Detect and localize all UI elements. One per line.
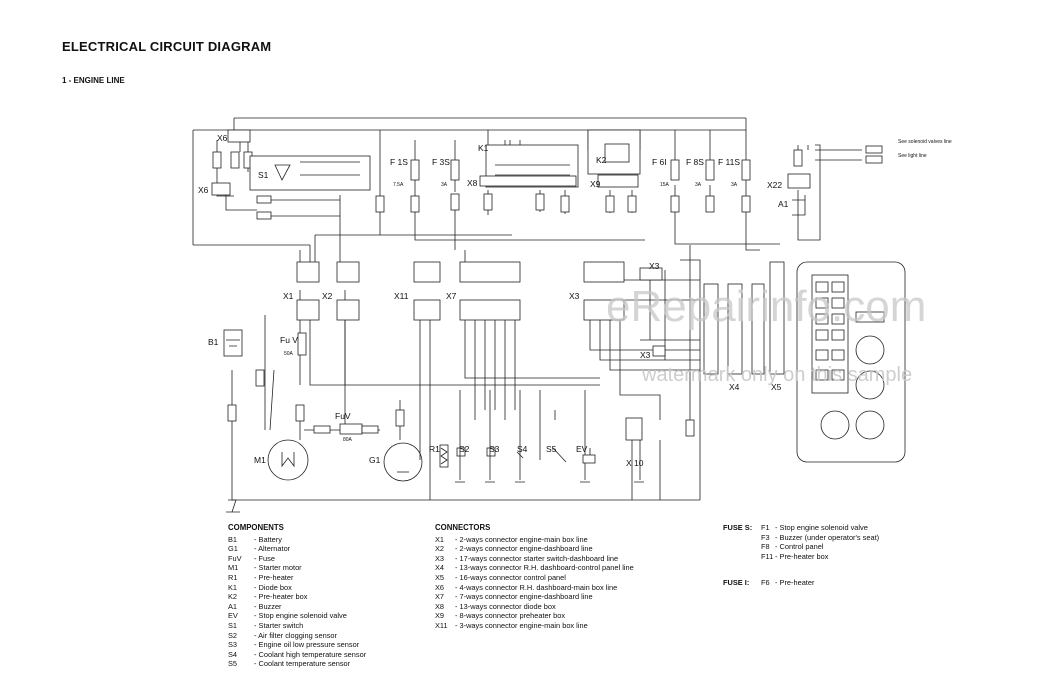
fuses-s-heading: FUSE S: xyxy=(723,523,753,532)
fuse-f11s-label: F 11S xyxy=(718,157,740,167)
component-item: S4- Coolant high temperature sensor xyxy=(228,649,367,659)
component-item: R1- Pre-heater xyxy=(228,572,294,582)
fuse-item: F3- Buzzer (under operator's seat) xyxy=(761,532,880,542)
fuv-mid-rating: 80A xyxy=(343,437,353,443)
component-item: FuV- Fuse xyxy=(228,553,275,563)
x11-label: X11 xyxy=(394,291,409,301)
connector-item: X2- 2-ways connector engine-dashboard li… xyxy=(435,544,593,554)
x7-label: X7 xyxy=(446,291,457,301)
component-item: A1- Buzzer xyxy=(228,601,282,611)
fuses-i-legend: FUSE I: F6- Pre-heater xyxy=(723,578,923,590)
x5-label: X5 xyxy=(771,382,782,392)
fuse-item: F8- Control panel xyxy=(761,542,824,552)
x2-label: X2 xyxy=(322,291,333,301)
connectors-legend: CONNECTORS X1- 2-ways connector engine-m… xyxy=(435,523,634,631)
fuse-item: F6- Pre-heater xyxy=(761,578,815,587)
fuse-f6i-rating: 15A xyxy=(660,182,670,188)
fuse-f8s-rating: 3A xyxy=(695,182,702,188)
x3b-label: X3 xyxy=(649,261,660,271)
x8-label: X8 xyxy=(467,178,478,188)
component-item: K2- Pre-heater box xyxy=(228,592,308,602)
connector-item: X11- 3-ways connector engine-main box li… xyxy=(435,620,588,630)
fuv-mid-label: FuV xyxy=(335,411,351,421)
fuse-f1s-label: F 1S xyxy=(390,157,408,167)
g1-label: G1 xyxy=(369,455,381,465)
component-item: S5- Coolant temperature sensor xyxy=(228,659,351,669)
component-item: B1- Battery xyxy=(228,534,282,544)
s2-label: S2 xyxy=(459,444,470,454)
fuse-f3s-rating: 3A xyxy=(441,182,448,188)
fuse-f3s-label: F 3S xyxy=(432,157,450,167)
watermark-note: watermark only on this sample xyxy=(642,364,913,386)
s1-label: S1 xyxy=(258,170,269,180)
component-item: S1- Starter switch xyxy=(228,620,304,630)
watermark-site: eRepairinfo.com xyxy=(606,282,927,331)
component-item: K1- Diode box xyxy=(228,582,292,592)
connectors-heading: CONNECTORS xyxy=(435,523,491,532)
components-legend: COMPONENTS B1- Battery G1- Alternator Fu… xyxy=(228,523,366,669)
x6-top-label: X6 xyxy=(217,133,228,143)
light-line-ref: See light line xyxy=(898,153,927,159)
fuse-item: F1- Stop engine solenoid valve xyxy=(761,523,868,532)
fuse-f1s-rating: 7.5A xyxy=(393,182,404,188)
fuse-item: F11- Pre-heater box xyxy=(761,551,829,561)
page-subtitle: 1 - ENGINE LINE xyxy=(62,76,125,85)
fuse-f8s-label: F 8S xyxy=(686,157,704,167)
connector-item: X6- 4-ways connector R.H. dashboard-main… xyxy=(435,582,618,592)
connector-item: X3- 17-ways connector starter switch-das… xyxy=(435,553,619,563)
fuse-f6i-label: F 6I xyxy=(652,157,667,167)
ev-label: EV xyxy=(576,444,588,454)
connector-item: X9- 8-ways connector preheater box xyxy=(435,611,566,621)
fuv-left-label: Fu V xyxy=(280,335,298,345)
x22-label: X22 xyxy=(767,180,782,190)
components-heading: COMPONENTS xyxy=(228,523,284,532)
solenoid-line-ref: See solenoid valves line xyxy=(898,139,952,145)
k2-label: K2 xyxy=(596,155,607,165)
page-title: ELECTRICAL CIRCUIT DIAGRAM xyxy=(62,39,272,54)
connector-item: X4- 13-ways connector R.H. dashboard-con… xyxy=(435,563,634,573)
x1-label: X1 xyxy=(283,291,294,301)
fuses-i-heading: FUSE I: xyxy=(723,578,750,587)
s4-label: S4 xyxy=(517,444,528,454)
component-item: G1- Alternator xyxy=(228,544,291,554)
x9-label: X9 xyxy=(590,179,601,189)
x6-left-label: X6 xyxy=(198,185,209,195)
connector-item: X8- 13-ways connector diode box xyxy=(435,601,556,611)
x3-label: X3 xyxy=(569,291,580,301)
connector-item: X1- 2-ways connector engine-main box lin… xyxy=(435,534,588,544)
component-item: M1- Starter motor xyxy=(228,563,302,573)
connector-item: X5- 16-ways connector control panel xyxy=(435,572,566,582)
component-item: S3- Engine oil low pressure sensor xyxy=(228,640,360,650)
fuse-f11s-rating: 3A xyxy=(731,182,738,188)
r1-label: R1 xyxy=(429,444,440,454)
x3c-label: X3 xyxy=(640,350,651,360)
b1-label: B1 xyxy=(208,337,219,347)
x4-label: X4 xyxy=(729,382,740,392)
s5-label: S5 xyxy=(546,444,557,454)
s3-label: S3 xyxy=(489,444,500,454)
a1-label: A1 xyxy=(778,199,789,209)
fuses-s-legend: FUSE S: F1- Stop engine solenoid valve F… xyxy=(723,523,923,567)
component-item: EV- Stop engine solenoid valve xyxy=(228,611,347,621)
connector-item: X7- 7-ways connector engine-dashboard li… xyxy=(435,592,593,602)
m1-label: M1 xyxy=(254,455,266,465)
x10-label: X 10 xyxy=(626,458,644,468)
fuv-left-rating: 50A xyxy=(284,351,294,357)
component-item: S2- Air filter clogging sensor xyxy=(228,630,337,640)
k1-label: K1 xyxy=(478,143,489,153)
